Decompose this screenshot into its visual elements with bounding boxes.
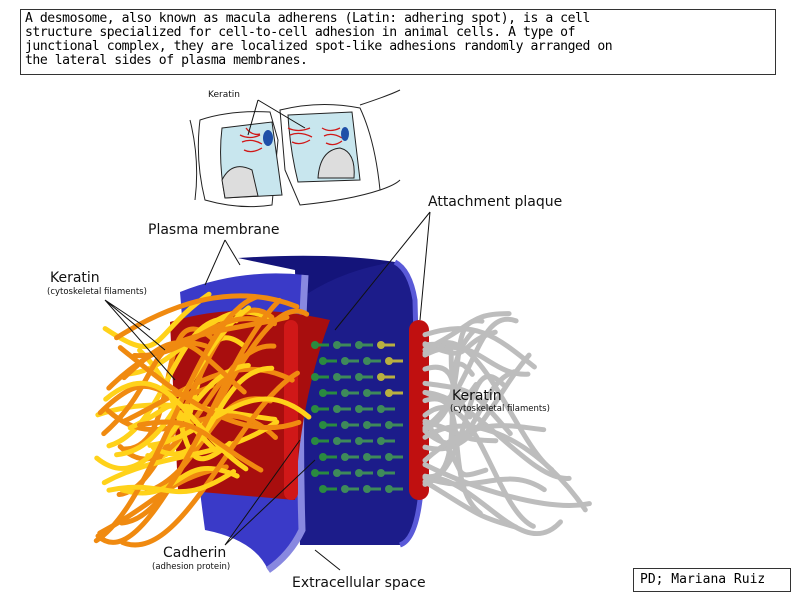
cadherin-head: [333, 437, 341, 445]
cadherin-head: [355, 341, 363, 349]
cadherin-head: [311, 405, 319, 413]
keratin-filament: [150, 365, 275, 457]
inset-nucleus: [263, 130, 273, 146]
keratin-filaments-left: [93, 291, 312, 548]
cadherin-head: [355, 437, 363, 445]
keratin-left-label: Keratin: [50, 270, 100, 286]
cadherin-head: [341, 421, 349, 429]
membrane-right: [296, 262, 420, 545]
caption-line: A desmosome, also known as macula adhere…: [25, 11, 590, 26]
caption-line: junctional complex, they are localized s…: [25, 39, 613, 54]
cadherin-head: [377, 341, 385, 349]
cadherin-head: [377, 373, 385, 381]
inset-keratin-label: Keratin: [208, 90, 240, 100]
cadherin-head: [311, 373, 319, 381]
cadherin-head: [363, 453, 371, 461]
cadherin-head: [319, 453, 327, 461]
cadherin-head: [319, 421, 327, 429]
cadherin-head: [341, 357, 349, 365]
cadherin-head: [333, 405, 341, 413]
cadherin-head: [341, 389, 349, 397]
keratin-filament: [136, 419, 264, 473]
cadherin-proteins: [311, 341, 403, 493]
cadherin-head: [385, 389, 393, 397]
cadherin-head: [355, 373, 363, 381]
cadherin-head: [363, 421, 371, 429]
keratin-filament-gray: [422, 326, 537, 370]
keratin-filament-gray: [422, 423, 588, 513]
attachment-plaque-right: [409, 320, 429, 500]
keratin-filament-gray: [422, 340, 555, 473]
keratin-filament-gray: [422, 475, 563, 537]
cadherin-head: [333, 373, 341, 381]
inset-keratin-filaments: [239, 127, 343, 153]
cadherin-head: [319, 389, 327, 397]
cadherin-head: [385, 453, 393, 461]
cadherin-head: [311, 469, 319, 477]
keratin-filament: [103, 380, 249, 472]
cadherin-head: [377, 469, 385, 477]
keratin-filament-gray: [422, 474, 547, 493]
cadherin-sublabel: (adhesion protein): [152, 562, 230, 572]
cadherin-head: [363, 389, 371, 397]
keratin-filament: [121, 340, 247, 395]
inset-cells-illustration: [189, 89, 401, 208]
attachment-plaque-left-edge: [284, 320, 298, 500]
keratin-filament: [120, 370, 300, 548]
description-text-box: A desmosome, also known as macula adhere…: [20, 9, 776, 75]
keratin-filament-gray: [422, 479, 519, 530]
cadherin-head: [377, 437, 385, 445]
cadherin-head: [333, 341, 341, 349]
cadherin-head: [355, 469, 363, 477]
cadherin-head: [341, 485, 349, 493]
plasma-membrane-label: Plasma membrane: [148, 222, 279, 238]
keratin-filament: [102, 291, 212, 349]
credit-box: PD; Mariana Ruiz: [633, 568, 791, 592]
inset-keratin-pointer: [247, 99, 306, 136]
caption-line: structure specialized for cell-to-cell a…: [25, 25, 576, 40]
cadherin-head: [319, 357, 327, 365]
keratin-filament: [147, 396, 312, 448]
cadherin-head: [355, 405, 363, 413]
cadherin-head: [363, 485, 371, 493]
cadherin-head: [385, 485, 393, 493]
cadherin-head: [319, 485, 327, 493]
inset-nucleus: [341, 127, 349, 141]
keratin-filament-gray: [422, 369, 517, 446]
cadherin-head: [385, 421, 393, 429]
cadherin-head: [377, 405, 385, 413]
keratin-filament: [117, 343, 277, 462]
cadherin-head: [385, 357, 393, 365]
extracellular-space-label: Extracellular space: [292, 575, 426, 591]
keratin-filament: [137, 347, 233, 462]
cadherin-head: [363, 357, 371, 365]
keratin-filaments-right: [422, 311, 592, 537]
keratin-filament: [122, 366, 295, 424]
keratin-right-label: Keratin: [452, 388, 502, 404]
cadherin-head: [311, 437, 319, 445]
attachment-plaque-label: Attachment plaque: [428, 194, 562, 210]
keratin-filament-gray: [422, 405, 536, 529]
cadherin-head: [311, 341, 319, 349]
keratin-filament: [106, 316, 239, 449]
keratin-filament: [114, 293, 300, 341]
keratin-left-sublabel: (cytoskeletal filaments): [47, 287, 147, 297]
label-pointers: [104, 211, 431, 571]
keratin-filament-gray: [422, 462, 592, 508]
cadherin-label: Cadherin: [163, 545, 226, 561]
keratin-filament-gray: [422, 423, 547, 463]
keratin-filament: [106, 469, 237, 495]
keratin-filament-gray: [422, 311, 512, 353]
cadherin-head: [341, 453, 349, 461]
keratin-right-sublabel: (cytoskeletal filaments): [450, 404, 550, 414]
cadherin-head: [333, 469, 341, 477]
caption-line: the lateral sides of plasma membranes.: [25, 53, 308, 68]
keratin-filament: [93, 294, 260, 544]
